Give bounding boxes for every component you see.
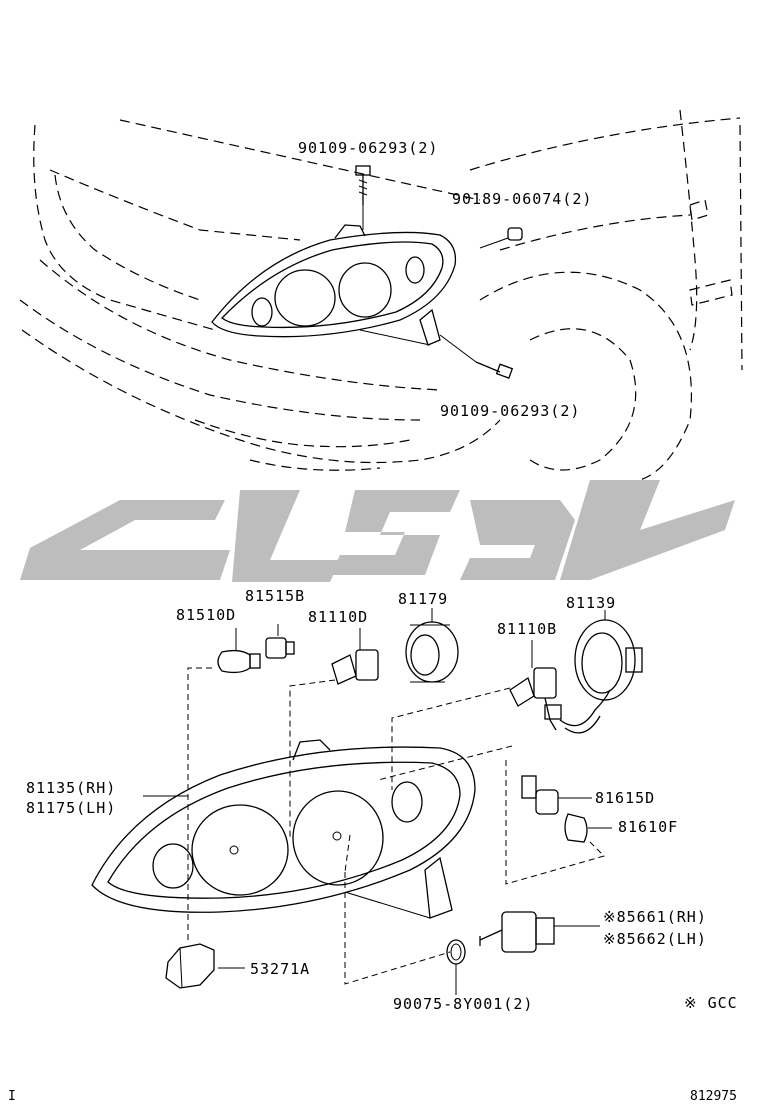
label-socket: 81615D — [595, 789, 655, 807]
label-motor-lh: ※85662(LH) — [603, 930, 707, 948]
bulb-base-icon — [265, 637, 295, 659]
label-unit-lh: 81175(LH) — [26, 799, 116, 817]
footer-left: I — [8, 1089, 16, 1104]
bracket-icon — [165, 943, 215, 989]
socket-cover-icon — [559, 619, 643, 734]
headlight-exploded — [91, 739, 476, 919]
label-socket-cover: 81139 — [566, 594, 616, 612]
label-bulb-mid: 81110D — [308, 608, 368, 626]
label-bolt-bottom: 90109-06293(2) — [440, 402, 580, 420]
bulb-signal-icon — [564, 813, 588, 843]
bulb-mid-icon — [331, 649, 379, 685]
part-labels: 90109-06293(2) 90189-06074(2) 90109-0629… — [8, 139, 738, 1104]
label-bolt-top: 90109-06293(2) — [298, 139, 438, 157]
label-clip: 90189-06074(2) — [452, 190, 592, 208]
cover-icon — [405, 621, 459, 683]
bulb-small-icon — [217, 649, 261, 674]
leader-lines — [143, 608, 612, 995]
bolt-top-icon — [355, 165, 371, 230]
label-unit-rh: 81135(RH) — [26, 779, 116, 797]
label-gasket: 90075-8Y001(2) — [393, 995, 533, 1013]
leveling-motor-icon — [479, 911, 555, 953]
label-bulb-high: 81110B — [497, 620, 557, 638]
socket-icon — [521, 775, 559, 815]
label-bracket: 53271A — [250, 960, 310, 978]
label-note: ※ GCC — [684, 994, 738, 1012]
label-bulb-base: 81515B — [245, 587, 305, 605]
label-cover: 81179 — [398, 590, 448, 608]
footer-right: 812975 — [690, 1089, 737, 1104]
watermark-logo — [20, 480, 735, 582]
vehicle-body-outline — [19, 109, 743, 481]
bolt-bottom-icon — [439, 334, 514, 379]
headlight-installed — [211, 224, 457, 346]
label-motor-rh: ※85661(RH) — [603, 908, 707, 926]
bulb-high-icon — [509, 667, 562, 731]
label-bulb-small: 81510D — [176, 606, 236, 624]
clip-icon — [479, 227, 523, 249]
label-bulb-signal: 81610F — [618, 818, 678, 836]
